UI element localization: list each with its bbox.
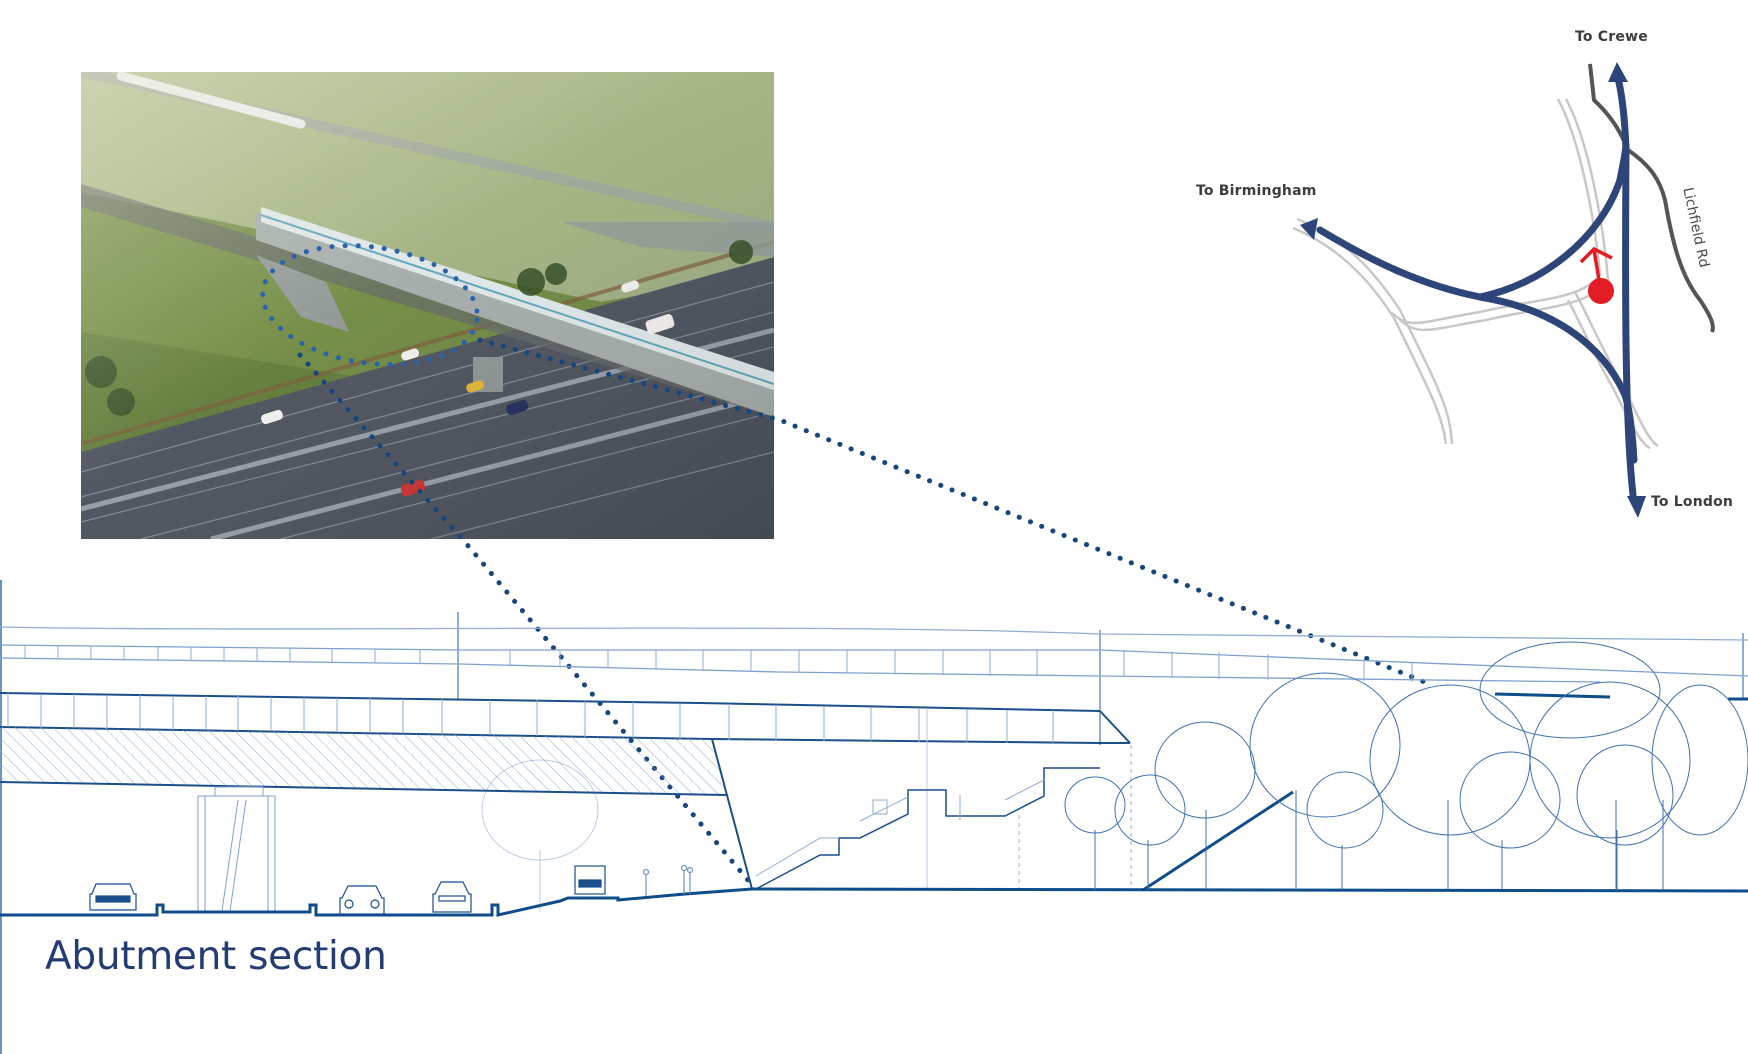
lichfield-road-line <box>1588 63 1715 333</box>
arrow-london-icon <box>1627 496 1646 518</box>
aerial-photo-art <box>81 72 774 539</box>
viewpoint-marker-icon <box>1579 246 1614 304</box>
car-icon <box>432 881 472 913</box>
bridge-section <box>0 580 1748 1054</box>
label-to-crewe: To Crewe <box>1575 29 1648 45</box>
hs2-route-lines <box>1316 74 1638 499</box>
key-map <box>1292 62 1715 518</box>
trees <box>481 641 1748 912</box>
existing-rail-lines <box>1292 98 1659 450</box>
label-to-birmingham: To Birmingham <box>1196 183 1317 199</box>
section-title: Abutment section <box>45 934 387 979</box>
label-to-london: To London <box>1651 494 1734 510</box>
vehicles <box>89 864 694 915</box>
jeep-icon <box>574 865 606 895</box>
pedestrian-icon <box>642 864 694 896</box>
aerial-photo <box>81 72 774 539</box>
car-icon <box>339 885 385 915</box>
connector-line-left <box>297 352 755 888</box>
car-icon <box>89 883 137 911</box>
connector-line-right <box>477 337 1435 688</box>
arrow-crewe-icon <box>1608 62 1628 82</box>
arrow-birmingham-icon <box>1300 218 1318 240</box>
abutment-highlight-circle <box>260 243 480 367</box>
